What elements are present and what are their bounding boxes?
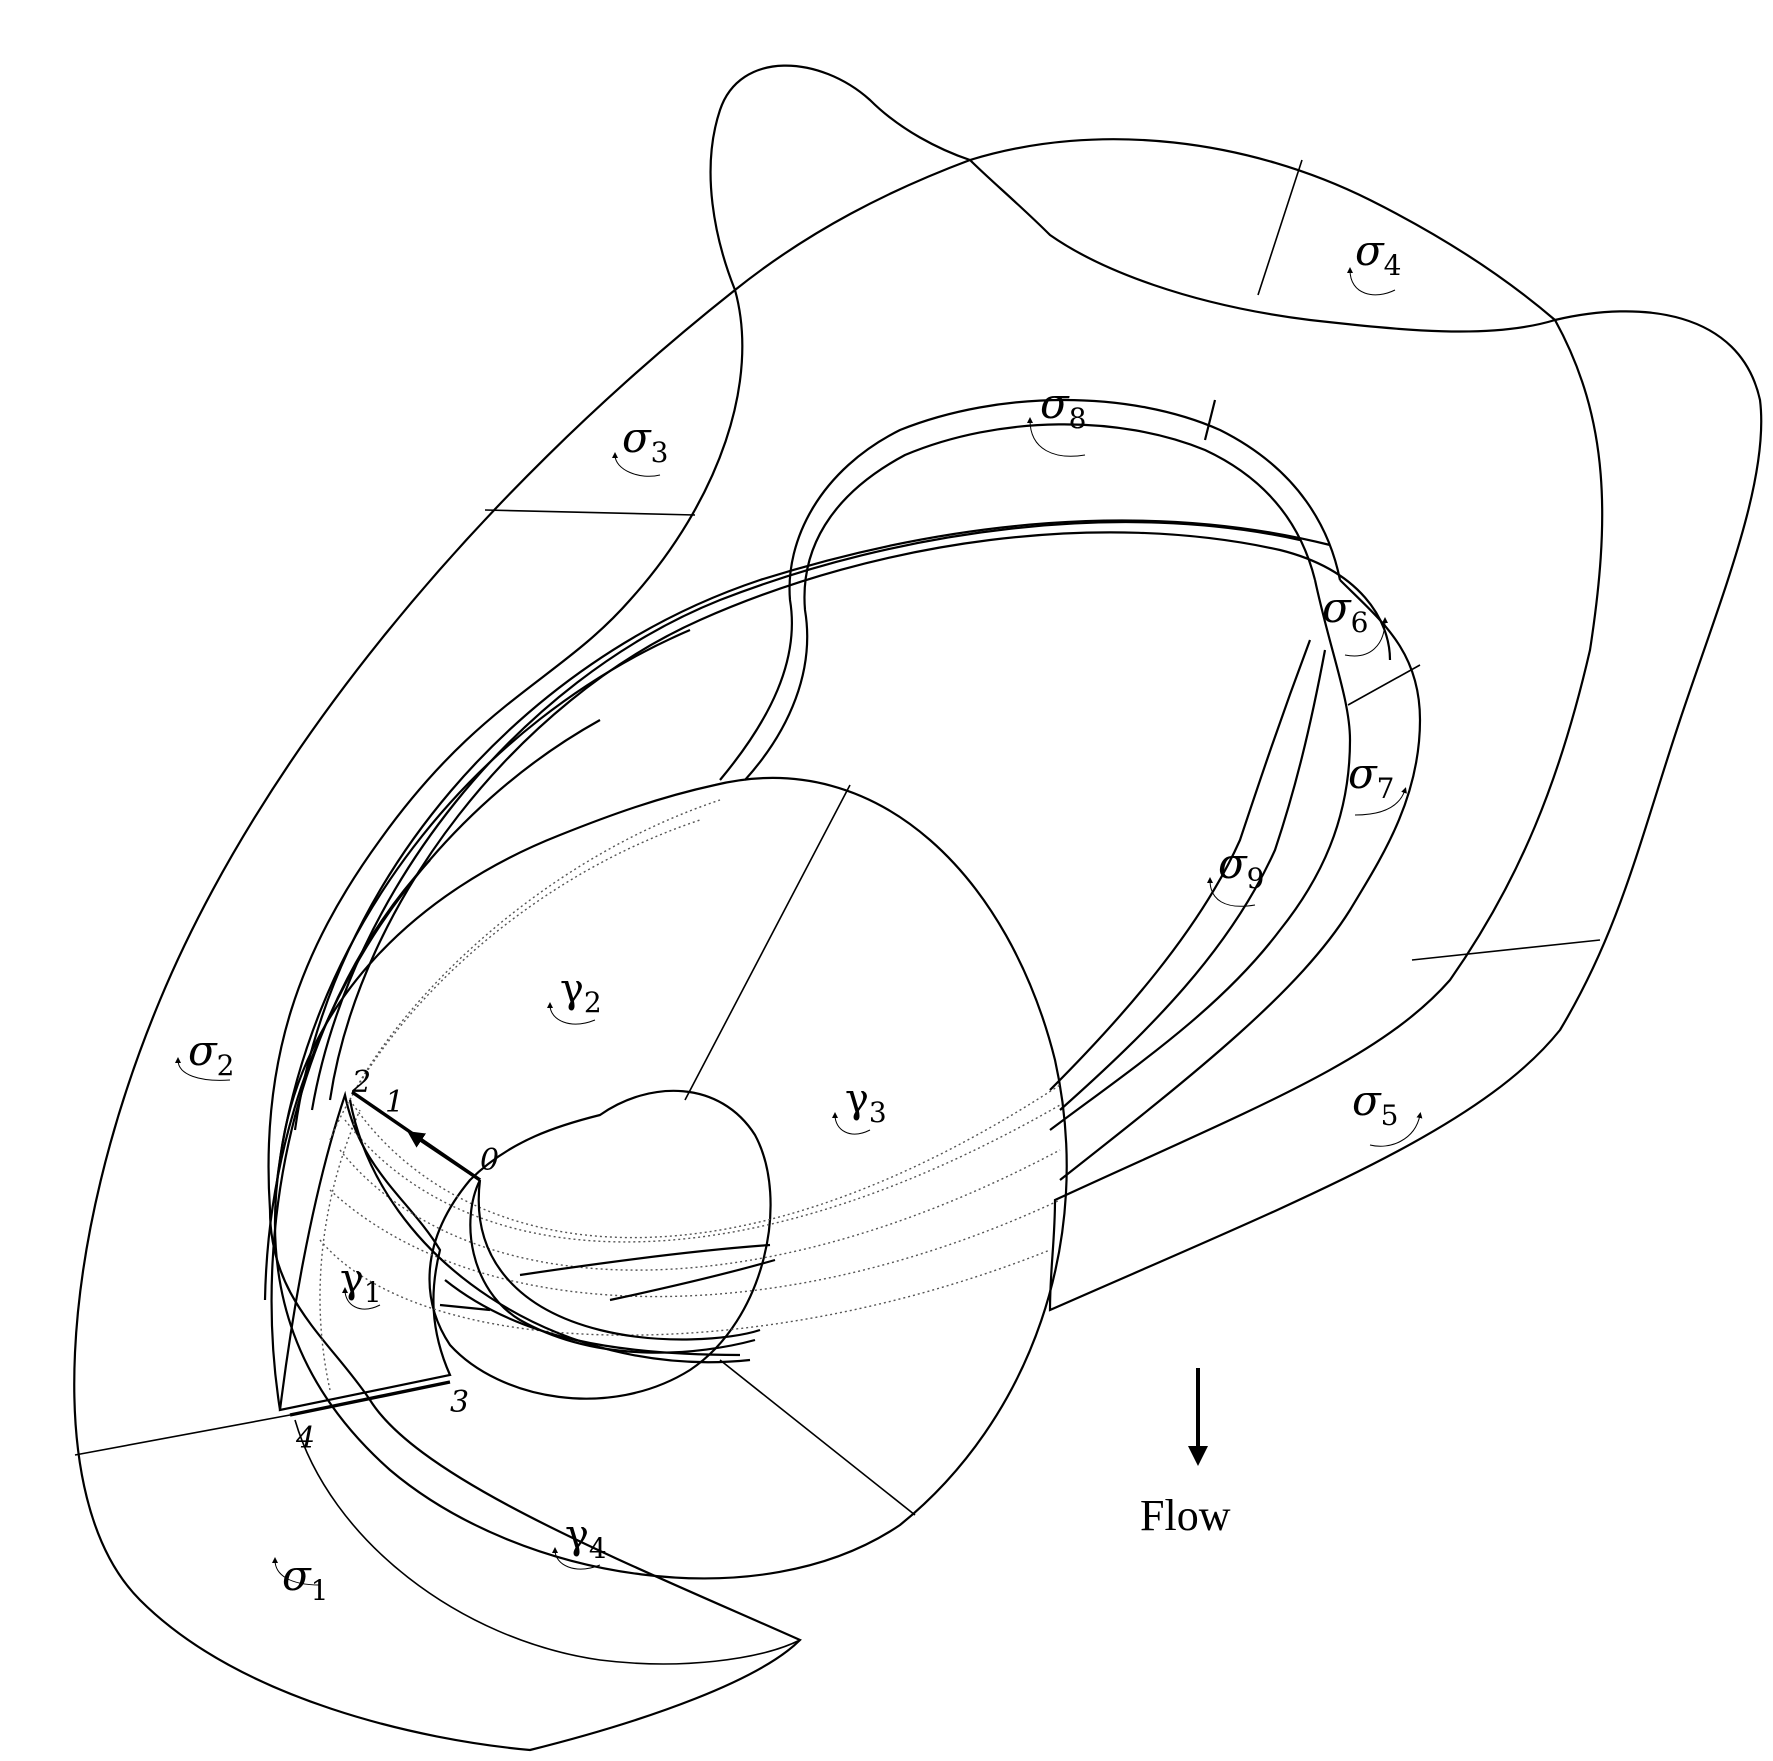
orientation-arrow-sigma8 <box>1027 417 1086 457</box>
divider-sigma1-sigma2 <box>74 1414 291 1456</box>
point-label-4: 4 <box>295 1421 315 1456</box>
segment-arrow-0-1 <box>407 1131 481 1182</box>
label-sigma2: σ2 <box>188 1026 235 1082</box>
divider-gamma3-gamma4 <box>719 1359 916 1516</box>
inner-bands <box>263 398 1422 1411</box>
orientation-arrow-gamma4 <box>552 1547 601 1570</box>
flow-indicator: Flow <box>1140 1368 1231 1540</box>
orientation-arrow-sigma3 <box>612 452 661 477</box>
label-gamma1: γ1 <box>340 1256 382 1309</box>
orientation-arrow-sigma2 <box>175 1057 231 1081</box>
divider-sigma5 <box>1411 939 1601 961</box>
label-sigma1: σ1 <box>282 1551 329 1607</box>
segment-3-4 <box>289 1380 451 1417</box>
label-sigma5: σ5 <box>1352 1076 1399 1132</box>
central-annulus <box>273 776 1068 1580</box>
band-left <box>73 288 802 1752</box>
orientation-arrow-sigma4 <box>1347 267 1396 296</box>
divider-sigma2-sigma3 <box>484 509 696 516</box>
hole-curves <box>348 1099 776 1364</box>
divider-gamma2-gamma3 <box>684 784 851 1101</box>
orientation-arrow-gamma3 <box>832 1112 871 1135</box>
flow-label: Flow <box>1140 1491 1231 1540</box>
orientation-arrow-sigma1 <box>272 1557 321 1586</box>
point-label-1: 1 <box>385 1085 404 1120</box>
orientation-arrow-sigma9 <box>1207 877 1256 907</box>
gamma1-white-wedge <box>278 1090 452 1412</box>
band-top <box>967 138 1558 333</box>
label-sigma4: σ4 <box>1355 226 1402 282</box>
orientation-arrow-gamma1 <box>342 1287 381 1310</box>
divider-gamma4-sigma1 <box>294 1419 801 1665</box>
band-right <box>1048 310 1763 1312</box>
point-label-3: 3 <box>450 1385 469 1420</box>
label-sigma6: σ6 <box>1322 583 1369 639</box>
label-sigma9: σ9 <box>1218 839 1265 895</box>
label-sigma8: σ8 <box>1040 379 1087 435</box>
label-gamma3: γ3 <box>845 1076 887 1129</box>
dotted-curves <box>319 799 1061 1391</box>
divider-top-band <box>1257 159 1303 296</box>
orientation-arrows <box>175 267 1423 1586</box>
orientation-arrow-sigma7 <box>1354 787 1407 816</box>
label-sigma3: σ3 <box>622 413 669 469</box>
top-ear <box>709 64 974 292</box>
label-gamma2: γ2 <box>560 966 602 1019</box>
orientation-arrow-sigma6 <box>1344 617 1388 657</box>
point-label-0: 0 <box>480 1143 499 1178</box>
label-sigma7: σ7 <box>1348 749 1395 805</box>
point-label-2: 2 <box>351 1065 371 1100</box>
label-gamma4: γ4 <box>565 1512 607 1565</box>
orientation-arrow-sigma5 <box>1369 1112 1423 1147</box>
orientation-arrow-gamma2 <box>547 1002 596 1025</box>
